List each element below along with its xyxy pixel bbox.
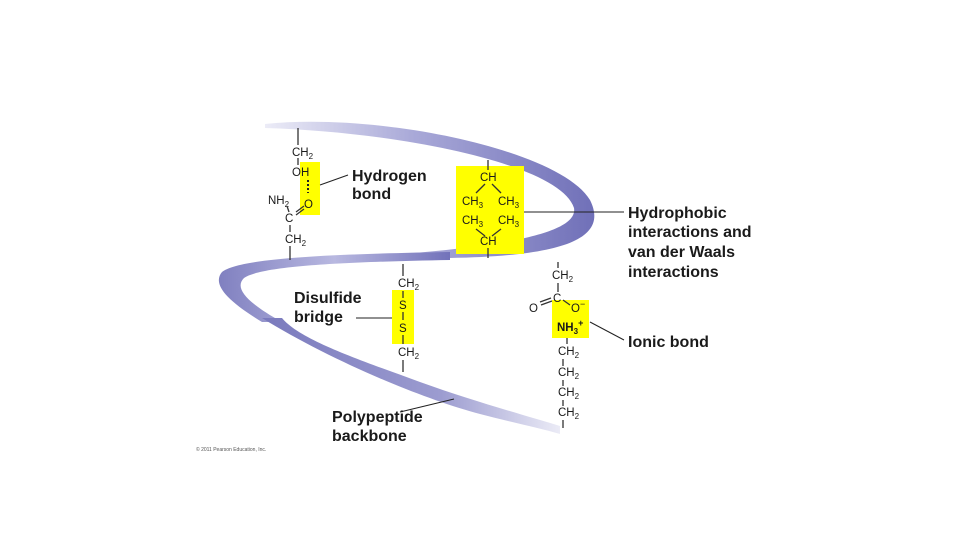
hydroxyl-label: OH [292,167,309,179]
ionic-highlight [552,300,589,338]
ch2-label: CH2 [398,278,420,292]
ch3-label: CH3 [462,196,484,210]
hydrogen-bond-leader [319,174,349,186]
hydrophobic-highlight [456,166,524,254]
amide-c-label: C [285,213,293,225]
ch2-label: CH2 [558,367,580,381]
hydrogen-bond-label: Hydrogen bond [352,168,431,203]
ribbon-middle-band [218,252,450,322]
sulfur-label: S [399,323,407,335]
disulfide-bridge-label: Disulfide bridge [294,290,366,326]
ch3-label: CH3 [498,215,520,229]
ch2-label: CH2 [285,234,307,248]
leader-lines [319,174,625,413]
backbone-leader [399,398,455,413]
carboxylate-label: O− [571,299,585,315]
ch2-label: CH2 [552,270,574,284]
ch3-label: CH3 [498,196,520,210]
sulfur-label: S [399,300,407,312]
polypeptide-backbone-label: Polypeptide backbone [332,409,427,445]
highlight-boxes [300,162,589,344]
ionic-bond-label: Ionic bond [628,334,709,351]
ribbon-upper-loop [265,121,595,261]
hydrophobic-interactions-label: Hydrophobic interactions and van der Waa… [628,205,756,281]
ch2-label: CH2 [558,407,580,421]
ch-label: CH [480,236,497,248]
ribbon-lower-sweep [262,318,560,434]
polypeptide-backbone-ribbon [218,121,595,434]
carbonyl-o-label: O [304,199,313,211]
ionic-leader [589,321,625,341]
hydrogen-bond-sidechains: CH2 OH O NH2 C CH2 [268,128,314,260]
ammonium-label: NH3+ [557,318,583,336]
hydrophobic-sidechains: CH CH3 CH3 CH3 CH3 CH [462,160,520,258]
copyright-notice: © 2011 Pearson Education, Inc. [196,446,266,453]
ch2-label: CH2 [558,387,580,401]
ch3-label: CH3 [462,215,484,229]
disulfide-sidechains: CH2 S S CH2 [398,264,420,372]
amide-nh2-label: NH2 [268,195,290,209]
ch2-label: CH2 [398,347,420,361]
carboxyl-o-label: O [529,303,538,315]
ch2-label: CH2 [292,147,314,161]
hydrogen-bond-highlight [300,162,320,215]
ch-label: CH [480,172,497,184]
carboxyl-c-label: C [553,293,561,305]
ionic-sidechains: CH2 C O O− NH3+ CH2 CH2 CH2 CH2 [529,262,585,428]
ch2-label: CH2 [558,346,580,360]
